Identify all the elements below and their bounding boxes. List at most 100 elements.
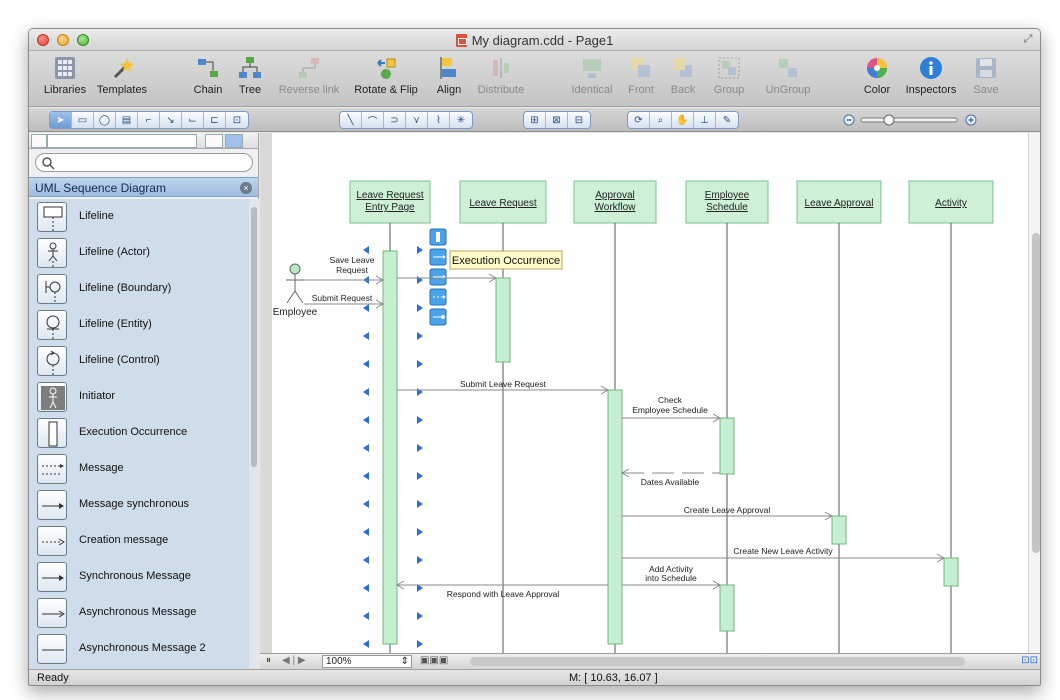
activation-bar[interactable] xyxy=(944,558,958,586)
message-label: Submit Request xyxy=(312,293,373,303)
horizontal-scroll-thumb[interactable] xyxy=(470,657,965,666)
pointer-tool-icon[interactable]: ➤ xyxy=(50,112,72,128)
library-item[interactable]: Lifeline (Entity) xyxy=(29,307,249,343)
sequence-diagram[interactable]: Leave Request Entry Page Leave Request A… xyxy=(260,133,1028,653)
save-button[interactable]: Save xyxy=(971,55,1001,103)
sidebar-top-bar xyxy=(29,133,258,149)
list-view-icon[interactable] xyxy=(205,134,223,148)
align-button[interactable]: Align xyxy=(431,55,467,103)
line-tool-icon[interactable]: ╲ xyxy=(340,112,362,128)
text-tool-icon[interactable]: ▤ xyxy=(116,112,138,128)
library-item[interactable]: Asynchronous Message 2 xyxy=(29,631,249,667)
round-connector-icon[interactable]: ⊏ xyxy=(204,112,226,128)
activation-bar[interactable] xyxy=(832,516,846,544)
group-button[interactable]: Group xyxy=(711,55,747,103)
fullscreen-icon[interactable]: ⤢ xyxy=(1022,33,1034,45)
back-button[interactable]: Back xyxy=(667,55,699,103)
sidebar-scroll-thumb[interactable] xyxy=(251,207,257,467)
library-item[interactable]: Message synchronous xyxy=(29,487,249,523)
quick-connect-buttons[interactable] xyxy=(430,229,446,325)
bezier-tool-icon[interactable]: ⊃ xyxy=(384,112,406,128)
rectangle-tool-icon[interactable]: ▭ xyxy=(72,112,94,128)
library-item[interactable]: Asynchronous Message xyxy=(29,595,249,631)
activation-bar[interactable] xyxy=(608,390,622,644)
identical-button[interactable]: Identical xyxy=(567,55,617,103)
arc-tool-icon[interactable]: ⌒ xyxy=(362,112,384,128)
library-item[interactable]: Initiator xyxy=(29,379,249,415)
identical-icon xyxy=(579,55,605,81)
reverse-link-label: Reverse link xyxy=(275,84,343,96)
crop-tool-icon[interactable]: ⊠ xyxy=(546,112,568,128)
library-item[interactable]: Lifeline xyxy=(29,199,249,235)
smart-connector-icon[interactable]: ⌙ xyxy=(182,112,204,128)
library-tree-icon[interactable] xyxy=(31,134,47,148)
ungroup-button[interactable]: UnGroup xyxy=(761,55,815,103)
insert-shape-icon[interactable]: ⊡ xyxy=(226,112,248,128)
library-item[interactable]: Synchronous Message xyxy=(29,559,249,595)
library-item-label: Lifeline (Control) xyxy=(79,354,160,366)
page-nav-icon[interactable]: ◀ | ▶ xyxy=(282,655,306,666)
refresh-icon[interactable]: ⟳ xyxy=(628,112,650,128)
hand-tool-icon[interactable]: ✋ xyxy=(672,112,694,128)
spline-tool-icon[interactable]: ⌇ xyxy=(428,112,450,128)
chain-button[interactable]: Chain xyxy=(191,55,225,103)
actor-employee[interactable] xyxy=(286,264,304,303)
vertical-scroll-thumb[interactable] xyxy=(1032,233,1040,553)
message-label: into Schedule xyxy=(645,573,697,583)
activation-bar[interactable] xyxy=(496,278,510,362)
fit-tool-icon[interactable]: ⊟ xyxy=(568,112,590,128)
pause-icon[interactable]: ⏸ xyxy=(266,655,271,666)
library-shape-list: LifelineLifeline (Actor)Lifeline (Bounda… xyxy=(29,199,249,669)
library-header[interactable]: UML Sequence Diagram × xyxy=(29,177,258,197)
color-button[interactable]: Color xyxy=(861,55,893,103)
distribute-button[interactable]: Distribute xyxy=(473,55,529,103)
pen-tool-icon[interactable]: ✎ xyxy=(716,112,738,128)
inspectors-button[interactable]: Inspectors xyxy=(901,55,961,103)
library-item[interactable]: Lifeline (Control) xyxy=(29,343,249,379)
library-item[interactable]: Creation message xyxy=(29,523,249,559)
library-item[interactable]: Lifeline (Actor) xyxy=(29,235,249,271)
zoom-select[interactable]: 100%⇕ xyxy=(322,655,412,668)
messages[interactable] xyxy=(304,274,944,589)
shape-thumbnail-icon xyxy=(37,238,67,268)
fit-page-icon[interactable]: ⊡⊡ xyxy=(1021,655,1038,666)
canvas-vertical-scrollbar[interactable] xyxy=(1028,133,1041,653)
reverse-link-button[interactable]: Reverse link xyxy=(275,55,343,103)
libraries-button[interactable]: Libraries xyxy=(37,55,93,103)
sidebar-scrollbar[interactable] xyxy=(249,199,259,669)
activation-bar[interactable] xyxy=(383,251,397,644)
library-path-field[interactable] xyxy=(47,134,197,148)
line-connector-icon[interactable]: ↘ xyxy=(160,112,182,128)
library-item[interactable]: Message xyxy=(29,451,249,487)
ungroup-label: UnGroup xyxy=(761,84,815,96)
connector-tool-icon[interactable]: ⌐ xyxy=(138,112,160,128)
mouse-coordinates: M: [ 10.63, 16.07 ] xyxy=(569,672,658,684)
freehand-tool-icon[interactable]: ✳ xyxy=(450,112,472,128)
library-item[interactable]: Execution Occurrence xyxy=(29,415,249,451)
library-item[interactable]: Lifeline (Boundary) xyxy=(29,271,249,307)
lifeline-label: Approval xyxy=(595,190,634,201)
page-thumbnails-icon[interactable]: ▣▣▣ xyxy=(420,655,448,666)
templates-button[interactable]: Templates xyxy=(91,55,153,103)
polyline-tool-icon[interactable]: ⋎ xyxy=(406,112,428,128)
group-label: Group xyxy=(711,84,747,96)
library-item-label: Message synchronous xyxy=(79,498,189,510)
activation-bar[interactable] xyxy=(720,585,734,631)
lifeline-leave-approval[interactable]: Leave Approval xyxy=(797,181,881,653)
lifeline-label: Leave Request xyxy=(356,190,423,201)
rotate-flip-button[interactable]: Rotate & Flip xyxy=(351,55,421,103)
close-library-icon[interactable]: × xyxy=(240,182,252,194)
search-mode-icon[interactable] xyxy=(225,134,243,148)
zoom-slider[interactable] xyxy=(841,112,981,128)
library-item-label: Lifeline (Entity) xyxy=(79,318,152,330)
activation-bar[interactable] xyxy=(720,418,734,474)
tree-button[interactable]: Tree xyxy=(235,55,265,103)
stamp-tool-icon[interactable]: ⊥ xyxy=(694,112,716,128)
lifeline-employee-schedule[interactable]: Employee Schedule xyxy=(686,181,768,653)
front-button[interactable]: Front xyxy=(625,55,657,103)
ellipse-tool-icon[interactable]: ◯ xyxy=(94,112,116,128)
library-search-input[interactable] xyxy=(35,153,253,172)
snap-tool-icon[interactable]: ⊞ xyxy=(524,112,546,128)
zoom-tool-icon[interactable]: ⌕ xyxy=(650,112,672,128)
diagram-canvas[interactable]: Leave Request Entry Page Leave Request A… xyxy=(260,133,1041,653)
